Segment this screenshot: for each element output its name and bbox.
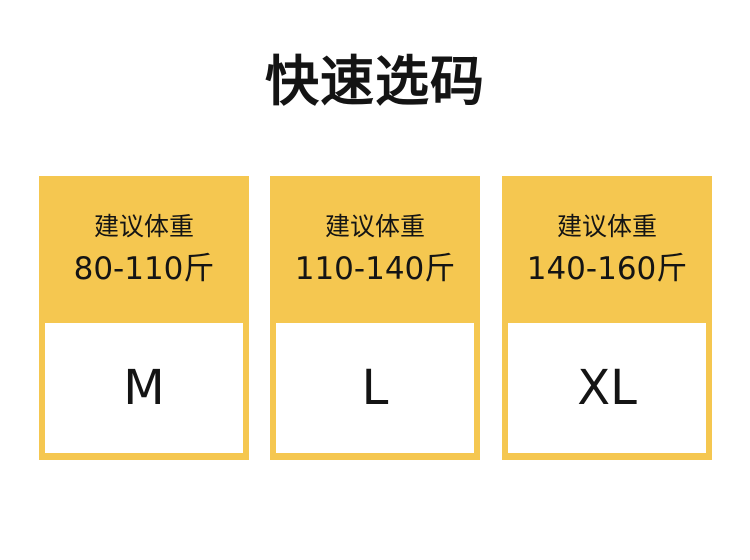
weight-label: 建议体重 [93,212,194,241]
size-value: M [123,360,165,416]
size-card-xl[interactable]: 建议体重 140-160斤 XL [502,176,712,460]
card-header: 建议体重 110-140斤 [270,176,480,322]
card-header: 建议体重 80-110斤 [39,176,249,322]
size-box: XL [508,323,706,453]
size-box: L [276,323,474,453]
weight-range: 80-110斤 [73,251,215,287]
card-header: 建议体重 140-160斤 [502,176,712,322]
size-value: L [361,360,389,416]
size-box: M [45,323,243,453]
page-title: 快速选码 [265,50,485,113]
weight-label: 建议体重 [324,212,425,241]
size-card-m[interactable]: 建议体重 80-110斤 M [39,176,249,460]
weight-label: 建议体重 [556,212,657,241]
size-card-l[interactable]: 建议体重 110-140斤 L [270,176,480,460]
size-value: XL [577,360,637,416]
weight-range: 140-160斤 [526,251,688,287]
weight-range: 110-140斤 [294,251,456,287]
